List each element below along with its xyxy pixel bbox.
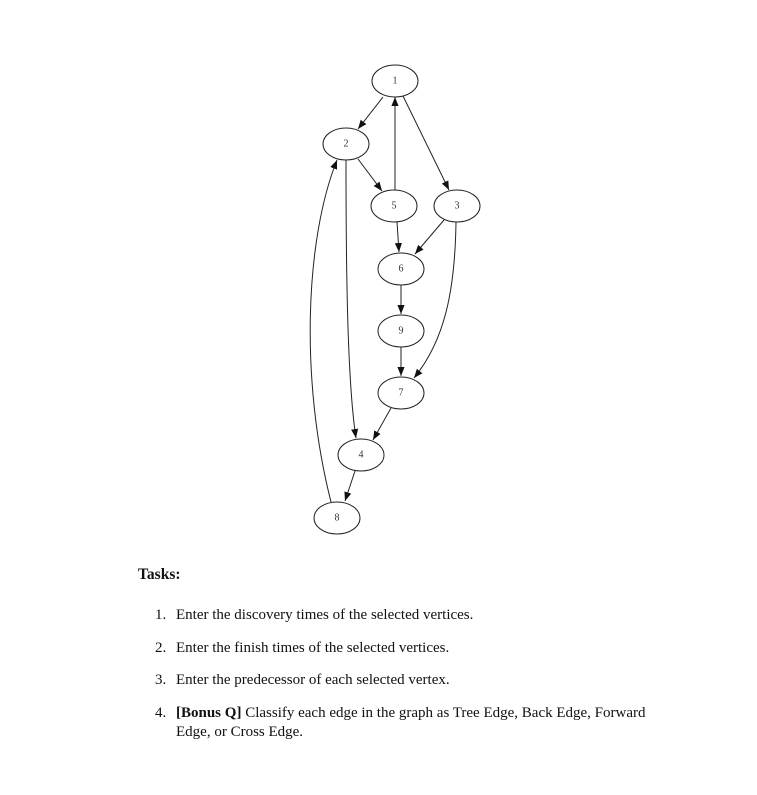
- svg-text:8: 8: [335, 513, 340, 524]
- svg-text:5: 5: [392, 201, 397, 212]
- edge-5-6: [394, 221, 402, 253]
- node-7: 7: [377, 376, 425, 410]
- edge-4-8: [344, 470, 356, 502]
- edge-1-3: [402, 95, 450, 191]
- task-list: 1. Enter the discovery times of the sele…: [155, 606, 675, 755]
- bonus-label: [Bonus Q]: [176, 704, 242, 721]
- node-3: 3: [433, 189, 481, 223]
- node-4: 4: [337, 438, 385, 472]
- edge-2-4: [345, 159, 359, 439]
- graph-edges: [309, 95, 457, 503]
- task-number: 3.: [155, 672, 167, 688]
- edge-3-6: [414, 219, 445, 255]
- task-item-3: 3. Enter the predecessor of each selecte…: [155, 671, 675, 690]
- graph-nodes: 1 2 5 3 6 9 7 4 8: [313, 64, 481, 535]
- svg-text:7: 7: [399, 388, 404, 399]
- task-text: Enter the predecessor of each selected v…: [176, 672, 450, 688]
- task-number: 1.: [155, 607, 167, 623]
- svg-text:4: 4: [359, 450, 364, 461]
- node-5: 5: [370, 189, 418, 223]
- svg-text:3: 3: [455, 201, 460, 212]
- svg-text:6: 6: [399, 264, 404, 275]
- node-9: 9: [377, 314, 425, 348]
- task-number: 2.: [155, 639, 167, 656]
- task-number: 4.: [155, 704, 167, 721]
- directed-graph: 1 2 5 3 6 9 7 4 8: [309, 64, 481, 535]
- edge-7-4: [372, 407, 392, 441]
- node-1: 1: [371, 64, 419, 98]
- edge-8-2: [309, 159, 338, 503]
- task-item-4: 4. [Bonus Q] Classify each edge in the g…: [155, 704, 675, 742]
- tasks-heading: Tasks:: [138, 566, 181, 583]
- svg-text:2: 2: [344, 139, 349, 150]
- task-text: Enter the finish times of the selected v…: [176, 639, 450, 656]
- node-8: 8: [313, 501, 361, 535]
- edge-3-7: [413, 221, 457, 379]
- task-text: Classify each edge in the graph as Tree …: [176, 704, 646, 740]
- task-item-1: 1. Enter the discovery times of the sele…: [155, 606, 675, 625]
- task-text: Enter the discovery times of the selecte…: [176, 607, 474, 623]
- edge-1-2: [357, 96, 384, 130]
- edge-2-5: [357, 158, 383, 192]
- node-2: 2: [322, 127, 370, 161]
- task-item-2: 2. Enter the finish times of the selecte…: [155, 639, 675, 658]
- svg-text:9: 9: [399, 326, 404, 337]
- node-6: 6: [377, 252, 425, 286]
- svg-text:1: 1: [393, 76, 398, 87]
